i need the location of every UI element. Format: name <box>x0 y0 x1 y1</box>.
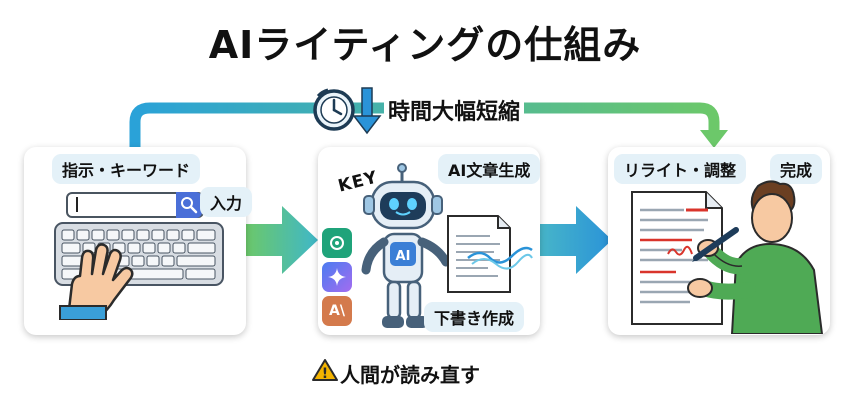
robot-chest-text: AI <box>396 249 411 264</box>
chatgpt-logo-icon <box>322 228 352 258</box>
flow-arc-arrowhead <box>700 130 728 148</box>
pen-icon <box>692 227 739 262</box>
person-icon <box>687 180 824 334</box>
search-icon <box>181 197 198 214</box>
robot-icon: AI <box>361 163 451 328</box>
gemini-logo-icon <box>322 262 352 292</box>
document-icon <box>447 215 533 293</box>
anthropic-logo-icon: A\ <box>322 296 352 326</box>
flow-arrow-1 <box>246 206 318 274</box>
warning-icon-glyph: ! <box>322 366 328 382</box>
tag-ai-sub: 下書き作成 <box>424 302 525 332</box>
flow-arrow-2 <box>540 206 612 274</box>
warning-text: 人間が読み直す <box>340 363 480 387</box>
tag-input-sub: 入力 <box>200 187 253 217</box>
clock-icon <box>313 88 355 131</box>
text-cursor <box>76 197 78 212</box>
tag-ai-main: AI文章生成 <box>438 154 541 184</box>
tag-edit-sub: 完成 <box>770 154 823 184</box>
page-title: AIライティングの仕組み <box>208 23 642 67</box>
search-button <box>176 192 202 218</box>
down-arrow-icon <box>352 87 382 135</box>
tag-edit-main: リライト・調整 <box>614 154 747 184</box>
hand-icon <box>59 243 134 320</box>
speed-label: 時間大幅短縮 <box>384 94 525 126</box>
warning-icon: ! <box>312 359 338 382</box>
tag-input-main: 指示・キーワード <box>52 154 201 184</box>
